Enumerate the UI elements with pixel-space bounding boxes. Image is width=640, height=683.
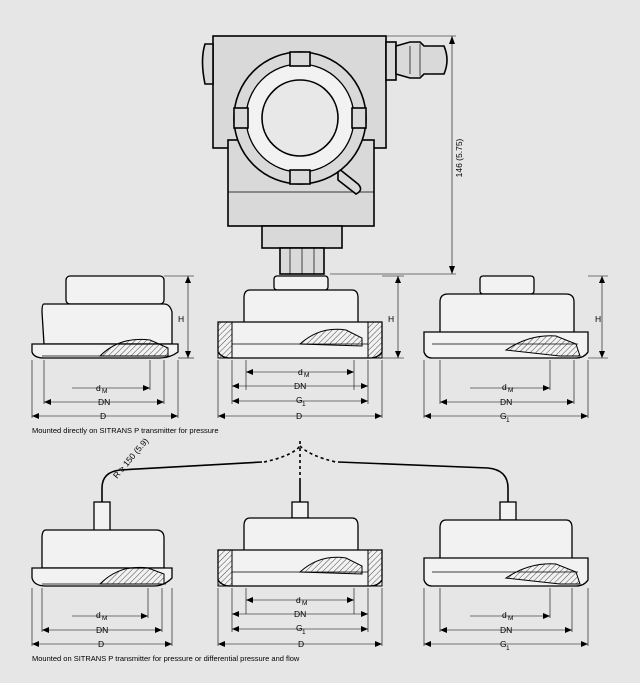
caption-top: Mounted directly on SITRANS P transmitte…: [32, 426, 219, 435]
svg-text:d: d: [96, 610, 101, 620]
svg-text:DN: DN: [294, 609, 306, 619]
transmitter-housing: [201, 35, 448, 275]
svg-text:H: H: [388, 314, 394, 324]
seal-bottom-center: [217, 501, 383, 587]
svg-text:d: d: [502, 382, 507, 392]
svg-text:D: D: [298, 639, 304, 649]
caption-bottom: Mounted on SITRANS P transmitter for pre…: [32, 654, 300, 663]
svg-text:D: D: [296, 411, 302, 421]
svg-text:G: G: [296, 395, 303, 405]
dn-label: DN: [98, 397, 110, 407]
svg-text:d: d: [298, 367, 303, 377]
svg-text:G: G: [296, 623, 303, 633]
svg-text:M: M: [102, 615, 107, 622]
seal-top-left-dims: H d M DN D: [31, 275, 194, 421]
bend-radius-label: R ≥ 150 (5.9): [111, 436, 151, 481]
svg-text:DN: DN: [294, 381, 306, 391]
svg-text:D: D: [98, 639, 104, 649]
h-label: H: [178, 314, 184, 324]
seal-bottom-left-dims: d M DN D: [31, 588, 173, 649]
seal-bottom-right-dims: d M DN G 1: [423, 588, 589, 652]
seal-top-right: [423, 275, 589, 359]
dm-label: d: [96, 383, 101, 393]
svg-text:G: G: [500, 411, 507, 421]
svg-text:DN: DN: [500, 625, 512, 635]
svg-text:G: G: [500, 639, 507, 649]
seal-top-left: [31, 275, 179, 359]
seal-top-center: [217, 275, 383, 359]
seal-top-center-dims: H d M DN G 1 D: [217, 275, 404, 421]
seal-bottom-center-dims: d M DN G 1 D: [217, 588, 383, 649]
svg-text:M: M: [508, 615, 513, 622]
svg-text:M: M: [508, 387, 513, 394]
dimension-146-label: 146 (5.75): [454, 138, 464, 177]
svg-text:DN: DN: [500, 397, 512, 407]
svg-text:M: M: [302, 600, 307, 607]
svg-text:1: 1: [506, 417, 510, 424]
svg-text:DN: DN: [96, 625, 108, 635]
seal-bottom-right: [423, 501, 589, 587]
svg-text:d: d: [296, 595, 301, 605]
svg-text:1: 1: [302, 629, 306, 636]
capillary-lines: R ≥ 150 (5.9): [101, 436, 509, 502]
svg-text:M: M: [304, 372, 309, 379]
svg-text:d: d: [502, 610, 507, 620]
svg-text:M: M: [102, 388, 107, 395]
height-dimension-146: 146 (5.75): [330, 35, 464, 275]
svg-text:H: H: [595, 314, 601, 324]
svg-text:1: 1: [302, 401, 306, 408]
seal-bottom-left: [31, 501, 173, 587]
d-label: D: [100, 411, 106, 421]
seal-top-right-dims: H d M DN G 1: [423, 275, 608, 424]
svg-text:1: 1: [506, 645, 510, 652]
